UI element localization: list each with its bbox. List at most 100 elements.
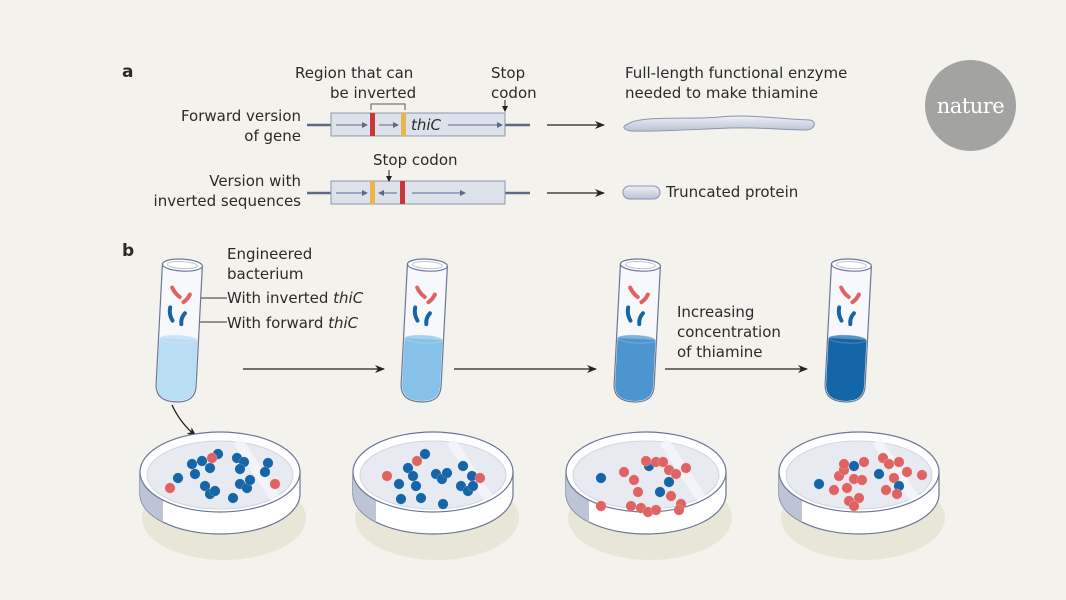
colony-forward [204,462,216,474]
colony-forward [595,472,607,484]
colony-inverted [632,486,644,498]
colony-inverted [901,466,913,478]
colony-forward [393,478,405,490]
colony-inverted [680,462,692,474]
colony-forward [189,468,201,480]
increasing-line1: Increasing [677,303,755,321]
increasing-line3: of thiamine [677,343,763,361]
bacterium-forward [836,305,844,323]
colony-forward [419,448,431,460]
forward-bacterium-label: With forward thiC [227,314,359,332]
truncated-protein-label: Truncated protein [666,183,799,201]
inverted-gene-diagram [307,170,530,205]
colony-forward [234,463,246,475]
colony-inverted [916,469,928,481]
bacterium-forward [637,311,645,327]
bacterium-inverted [426,292,437,305]
colony-forward [848,460,860,472]
colony-forward [457,460,469,472]
colony-forward [467,480,479,492]
plating-arrow [171,404,197,437]
colony-inverted [657,456,669,468]
forward-gene-diagram [307,100,530,137]
colony-inverted [883,458,895,470]
bacterium-forward [167,305,175,323]
colony-inverted [893,456,905,468]
bacterium-inverted [839,285,851,299]
colony-inverted [858,456,870,468]
tube-liquid [402,337,443,401]
colony-inverted [164,482,176,494]
colony-forward [663,476,675,488]
tube-liquid [826,337,867,401]
bacterium-forward [424,311,432,327]
colony-inverted [381,470,393,482]
forward-label-line2: of gene [244,127,301,145]
bacterium-inverted [628,285,640,299]
colony-inverted [628,474,640,486]
colony-forward [259,466,271,478]
colony-inverted [838,458,850,470]
colony-forward [244,474,256,486]
stop-label-line1: Stop [491,64,526,82]
colony-inverted [888,472,900,484]
colony-forward [227,492,239,504]
colony-forward [873,468,885,480]
colony-forward [813,478,825,490]
bacterium-forward [179,311,187,327]
colony-forward [196,455,208,467]
petri-dish [565,431,732,560]
test-tube [155,258,204,403]
region-label-line2: be inverted [330,84,417,102]
truncated-protein [622,185,661,200]
colony-inverted [853,492,865,504]
colony-inverted [650,504,662,516]
region-label-line1: Region that can [295,64,414,82]
colony-inverted [595,500,607,512]
colony-inverted [269,478,281,490]
colony-forward [186,458,198,470]
bacterium-inverted [639,292,650,305]
colony-inverted [856,474,868,486]
red-segment [370,113,375,136]
engineered-line1: Engineered [227,245,313,263]
yellow-segment [401,113,406,136]
tube-liquid [615,337,656,401]
colony-inverted [625,500,637,512]
colony-forward [410,480,422,492]
bacterium-forward [625,305,633,323]
colony-inverted [640,455,652,467]
increasing-line2: concentration [677,323,781,341]
colony-inverted [665,490,677,502]
colony-inverted [828,484,840,496]
inverted-bacterium-label: With inverted thiC [227,289,364,307]
colony-inverted [880,484,892,496]
bacterium-inverted [850,292,861,305]
colony-forward [172,472,184,484]
colony-forward [415,492,427,504]
panel-b-label: b [122,241,135,261]
stop-label-line2: codon [491,84,537,102]
colony-inverted [841,482,853,494]
colony-forward [209,485,221,497]
full-enzyme-line2: needed to make thiamine [625,84,819,102]
colony-forward [441,467,453,479]
colony-inverted [411,455,423,467]
colony-forward [199,480,211,492]
petri-dish [352,431,519,560]
petri-dish [778,431,945,560]
colony-inverted [474,472,486,484]
gene-name-label: thiC [411,116,442,134]
colony-forward [407,470,419,482]
colony-inverted [670,468,682,480]
petri-dish [139,431,306,560]
test-tube [613,258,662,403]
colony-forward [437,498,449,510]
colony-inverted [618,466,630,478]
colony-inverted [891,488,903,500]
panel-a-label: a [122,62,134,82]
full-enzyme-line1: Full-length functional enzyme [625,64,848,82]
bacterium-forward [412,305,420,323]
bacterium-forward [848,311,856,327]
